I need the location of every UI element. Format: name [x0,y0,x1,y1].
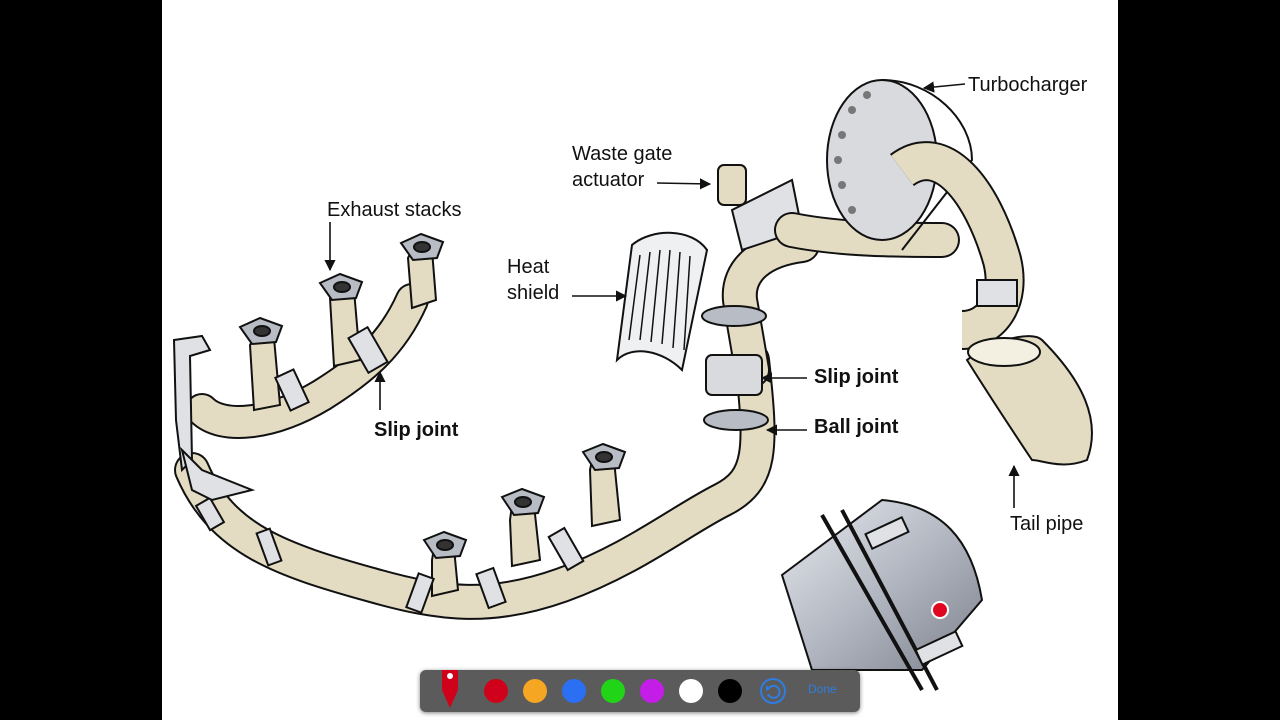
label-heat-line1: Heat [507,256,550,278]
label-heat-line2: shield [507,282,559,304]
leader-arrows [324,81,1020,508]
label-waste-gate-line1: Waste gate [572,143,672,165]
color-swatch-white[interactable] [679,679,703,703]
markup-toolbar: Done [420,670,860,712]
tail-pipe [965,335,1093,466]
color-swatch-yellow[interactable] [523,679,547,703]
done-button[interactable]: Done [808,682,837,696]
label-slip-joint-right: Slip joint [814,366,899,388]
label-turbocharger: Turbocharger [968,74,1088,96]
lower-exhaust-stacks [194,442,627,614]
ball-joint-inset [780,498,984,691]
riser-pipe-with-joints [615,227,820,431]
label-tail-pipe: Tail pipe [1010,513,1083,535]
color-swatch-blue[interactable] [562,679,586,703]
turbocharger-assembly [717,79,1025,350]
undo-icon [766,684,781,699]
undo-button[interactable] [760,678,786,704]
lower-exhaust-pipe [174,342,776,620]
pen-tool-icon[interactable] [436,664,464,710]
color-swatch-green[interactable] [601,679,625,703]
upper-exhaust-manifold [172,232,445,502]
label-ball-joint: Ball joint [814,416,899,438]
label-exhaust-stacks: Exhaust stacks [327,199,462,221]
color-swatch-purple[interactable] [640,679,664,703]
label-slip-joint-left: Slip joint [374,419,459,441]
color-swatch-red[interactable] [484,679,508,703]
label-waste-gate-line2: actuator [572,169,645,191]
color-swatch-black[interactable] [718,679,742,703]
exhaust-system-diagram: Turbocharger Waste gate actuator Exhaust… [172,74,1093,691]
diagram-stage: Turbocharger Waste gate actuator Exhaust… [162,0,1118,720]
